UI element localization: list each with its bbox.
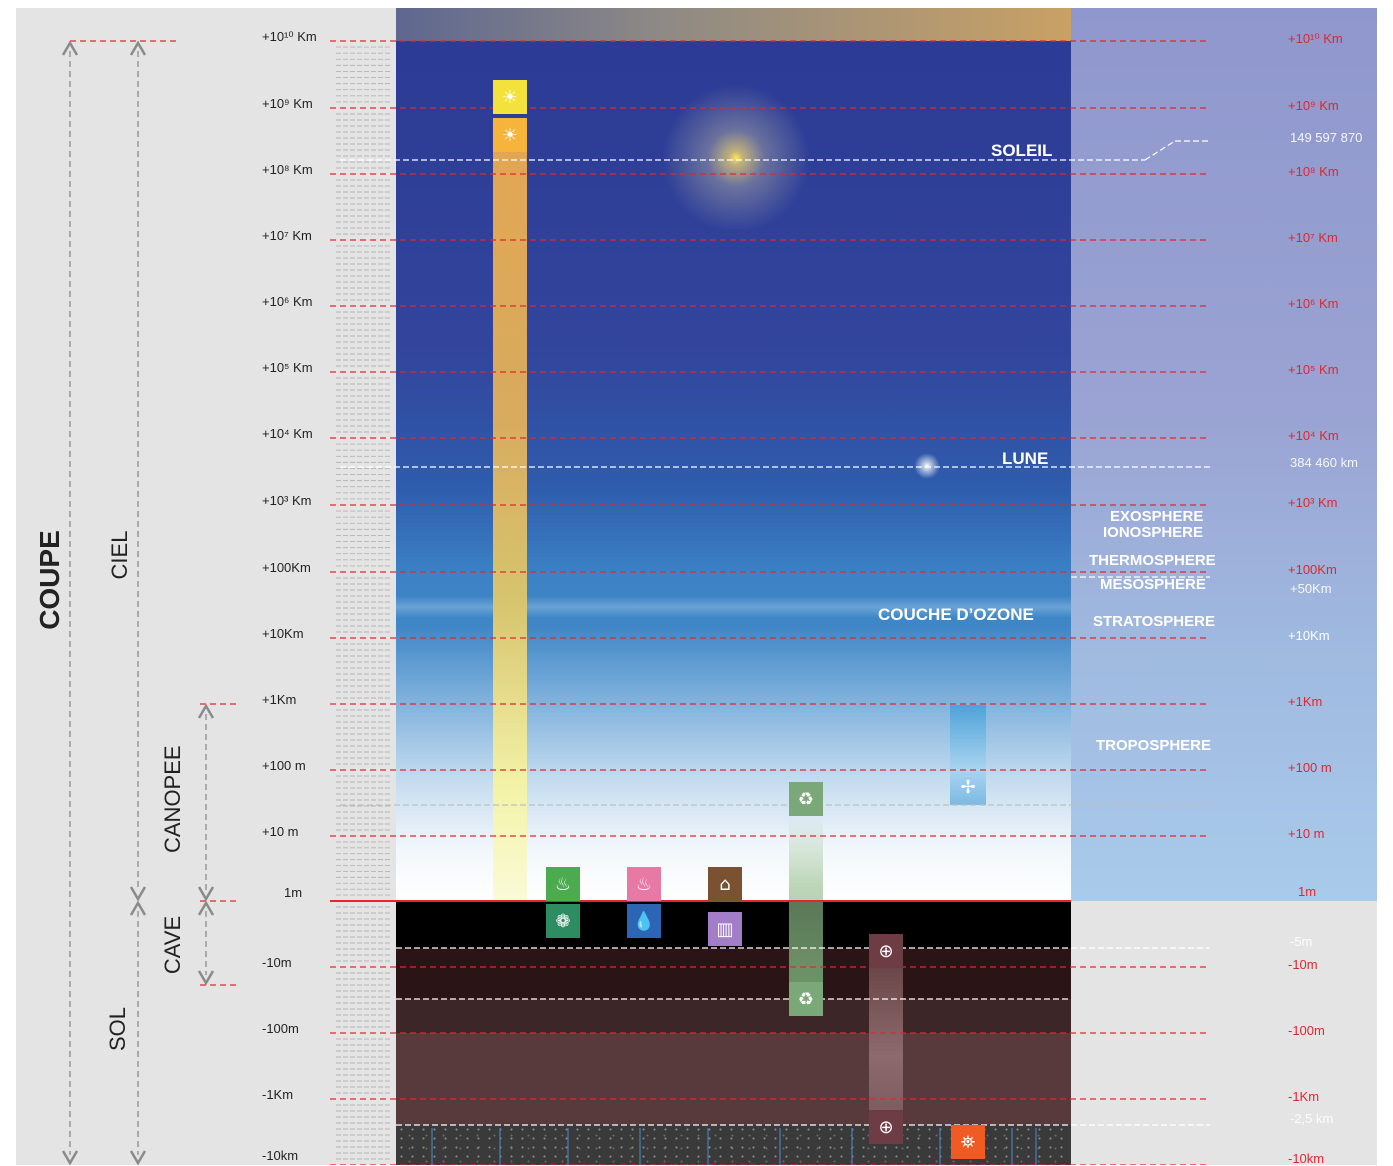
moon-distance: 384 460 km — [1290, 455, 1358, 470]
right-scale-label: +10 m — [1288, 826, 1325, 841]
drilling-rig-icon: ⛯ — [951, 1125, 985, 1159]
right-scale-label: +10⁶ Km — [1288, 296, 1339, 311]
right-scale-label: +10³ Km — [1288, 495, 1338, 510]
label-minus-2-5km: -2,5 km — [1290, 1111, 1334, 1126]
left-scale-label: +1Km — [262, 692, 297, 707]
wind-turbine-icon: ✢ — [960, 776, 976, 798]
label-coupe: COUPE — [34, 530, 65, 630]
ground-layer-1 — [396, 948, 1071, 999]
left-scale-label: -100m — [262, 1021, 299, 1036]
arrow-up-icon — [129, 40, 147, 56]
arrow-up-icon — [129, 900, 147, 916]
label-ciel: CIEL — [107, 530, 132, 580]
left-scale-label: +100Km — [262, 560, 311, 575]
right-scale-label: +10⁵ Km — [1288, 362, 1339, 377]
sun-glow — [656, 78, 816, 238]
ground-level-line — [330, 900, 1071, 902]
left-scale-label: -10m — [262, 955, 292, 970]
right-scale-label: +100 m — [1288, 760, 1332, 775]
right-scale-label: +10Km — [1288, 628, 1330, 643]
right-scale-label: +100Km — [1288, 562, 1337, 577]
label-troposphere: TROPOSPHERE — [1096, 737, 1212, 754]
ozone-band — [396, 596, 1071, 618]
sun-icon: ☀ — [493, 118, 527, 152]
left-scale-label: +10⁴ Km — [262, 426, 313, 441]
arrow-down-icon — [61, 1150, 79, 1165]
fire-icon: ♨ — [546, 867, 580, 901]
left-scale-label: +10¹⁰ Km — [262, 29, 317, 44]
factory-icon: ⌂ — [708, 867, 742, 901]
recycle-icon: ♻ — [789, 782, 823, 816]
ground-layer-2 — [396, 999, 1071, 1033]
wind-beam — [950, 705, 986, 805]
right-scale-label: +10⁷ Km — [1288, 230, 1338, 245]
right-scale-label: 1m — [1298, 884, 1317, 899]
label-minus-5m: -5m — [1290, 934, 1313, 949]
sun-distance: 149 597 870 — [1290, 130, 1363, 145]
label-plus-50km: +50Km — [1290, 581, 1332, 596]
moon-glow — [914, 453, 940, 479]
sun-icon: ☀ — [493, 80, 527, 114]
arrow-up-icon — [197, 703, 215, 719]
ground-layer-3 — [396, 1033, 1071, 1125]
molecule-icon: ❁ — [546, 904, 580, 938]
label-thermosphere: THERMOSPHERE — [1089, 552, 1216, 569]
right-scale-label: +10¹⁰ Km — [1288, 31, 1343, 46]
label-stratosphere: STRATOSPHERE — [1093, 613, 1215, 630]
left-scale-label: -10km — [262, 1148, 299, 1163]
sun-reference-connector — [1144, 140, 1176, 161]
right-scale-label: -1Km — [1288, 1089, 1320, 1104]
right-scale-label: +10⁹ Km — [1288, 98, 1339, 113]
arrow-down-icon — [129, 886, 147, 902]
radiator-icon: ▥ — [708, 912, 742, 946]
left-scale-label: 1m — [284, 885, 303, 900]
right-scale-label: +10⁸ Km — [1288, 164, 1339, 179]
label-mesosphere: MESOSPHERE — [1100, 576, 1206, 593]
atmosphere-panel — [1071, 8, 1377, 901]
arrow-up-icon — [197, 900, 215, 916]
label-soleil: SOLEIL — [991, 141, 1053, 160]
label-lune: LUNE — [1002, 449, 1049, 468]
label-exosphere: EXOSPHERE — [1110, 508, 1204, 525]
left-scale-label: +100 m — [262, 758, 306, 773]
geothermal-beam — [869, 968, 903, 1114]
recycle-icon: ♻ — [789, 982, 823, 1016]
label-sol: SOL — [105, 1006, 130, 1052]
label-canopee: CANOPEE — [160, 745, 185, 853]
label-couche-ozone: COUCHE D’OZONE — [878, 605, 1034, 624]
water-heater-icon: ♨ — [627, 867, 661, 901]
geothermal-icon: ⊕ — [869, 1110, 903, 1144]
left-scale-label: +10⁹ Km — [262, 96, 313, 111]
geothermal-icon: ⊕ — [869, 934, 903, 968]
left-scale-label: -1Km — [262, 1087, 294, 1102]
left-scale-label: +10³ Km — [262, 493, 312, 508]
right-scale-label: -100m — [1288, 1023, 1325, 1038]
left-scale-label: +10Km — [262, 626, 304, 641]
left-scale-label: +10⁶ Km — [262, 294, 313, 309]
sky-top-band — [396, 8, 1071, 41]
arrow-down-icon — [197, 970, 215, 986]
left-scale-label: +10⁷ Km — [262, 228, 312, 243]
left-scale-label: +10⁵ Km — [262, 360, 313, 375]
arrow-up-icon — [61, 40, 79, 56]
water-drop-icon: 💧 — [627, 904, 661, 938]
right-scale-label: -10m — [1288, 957, 1318, 972]
left-scale-label: +10 m — [262, 824, 299, 839]
right-scale-label: -10km — [1288, 1151, 1325, 1166]
right-scale-label: +10⁴ Km — [1288, 428, 1339, 443]
arrow-down-icon — [129, 1150, 147, 1165]
arrow-down-icon — [197, 886, 215, 902]
label-cave: CAVE — [160, 915, 185, 975]
solar-beam — [493, 152, 527, 901]
label-ionosphere: IONOSPHERE — [1103, 524, 1204, 541]
left-scale-label: +10⁸ Km — [262, 162, 313, 177]
right-scale-label: +1Km — [1288, 694, 1323, 709]
